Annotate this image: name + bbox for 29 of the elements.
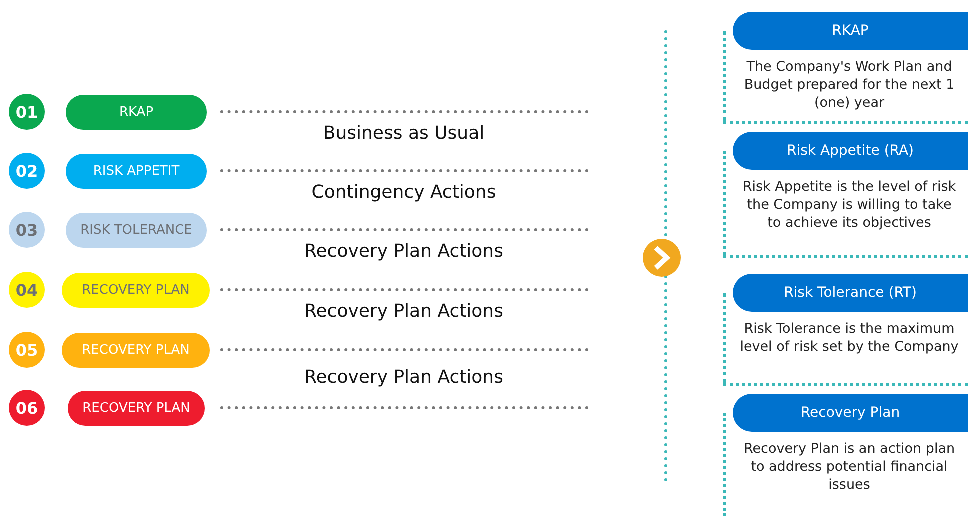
- step-number: 03: [9, 212, 45, 248]
- card-background: [723, 12, 968, 124]
- card-description: Risk Appetite is the level of risk the Company is willing to take to achieve its objectives: [742, 178, 958, 232]
- card-background: [723, 132, 968, 258]
- card-background: [723, 394, 968, 516]
- step-number: 04: [9, 272, 45, 308]
- card-description: Risk Tolerance is the maximum level of risk set by the Company: [739, 320, 960, 356]
- card-title: Risk Appetite (RA): [733, 132, 968, 170]
- category-pill: RISK TOLERANCE: [66, 213, 207, 248]
- level-label: Recovery Plan Actions: [304, 241, 504, 262]
- level-label: Business as Usual: [323, 123, 485, 144]
- card-background: [723, 274, 968, 386]
- card-description: The Company's Work Plan and Budget prepared for the next 1 (one) year: [743, 58, 956, 112]
- level-label: Contingency Actions: [312, 182, 496, 203]
- step-number: 05: [9, 332, 45, 368]
- step-number: 01: [9, 94, 45, 130]
- card-title: Risk Tolerance (RT): [733, 274, 968, 312]
- card-description: Recovery Plan is an action plan to address potential financial issues: [742, 440, 956, 494]
- category-pill: RKAP: [66, 95, 207, 130]
- category-pill: RECOVERY PLAN: [68, 391, 205, 426]
- step-number: 06: [9, 390, 45, 426]
- card-title: Recovery Plan: [733, 394, 968, 432]
- category-pill: RECOVERY PLAN: [62, 273, 210, 308]
- step-number: 02: [9, 153, 45, 189]
- card-title: RKAP: [733, 12, 968, 50]
- level-label: Recovery Plan Actions: [304, 301, 504, 322]
- category-pill: RISK APPETIT: [66, 154, 207, 189]
- category-pill: RECOVERY PLAN: [62, 333, 210, 368]
- level-label: Recovery Plan Actions: [304, 367, 504, 388]
